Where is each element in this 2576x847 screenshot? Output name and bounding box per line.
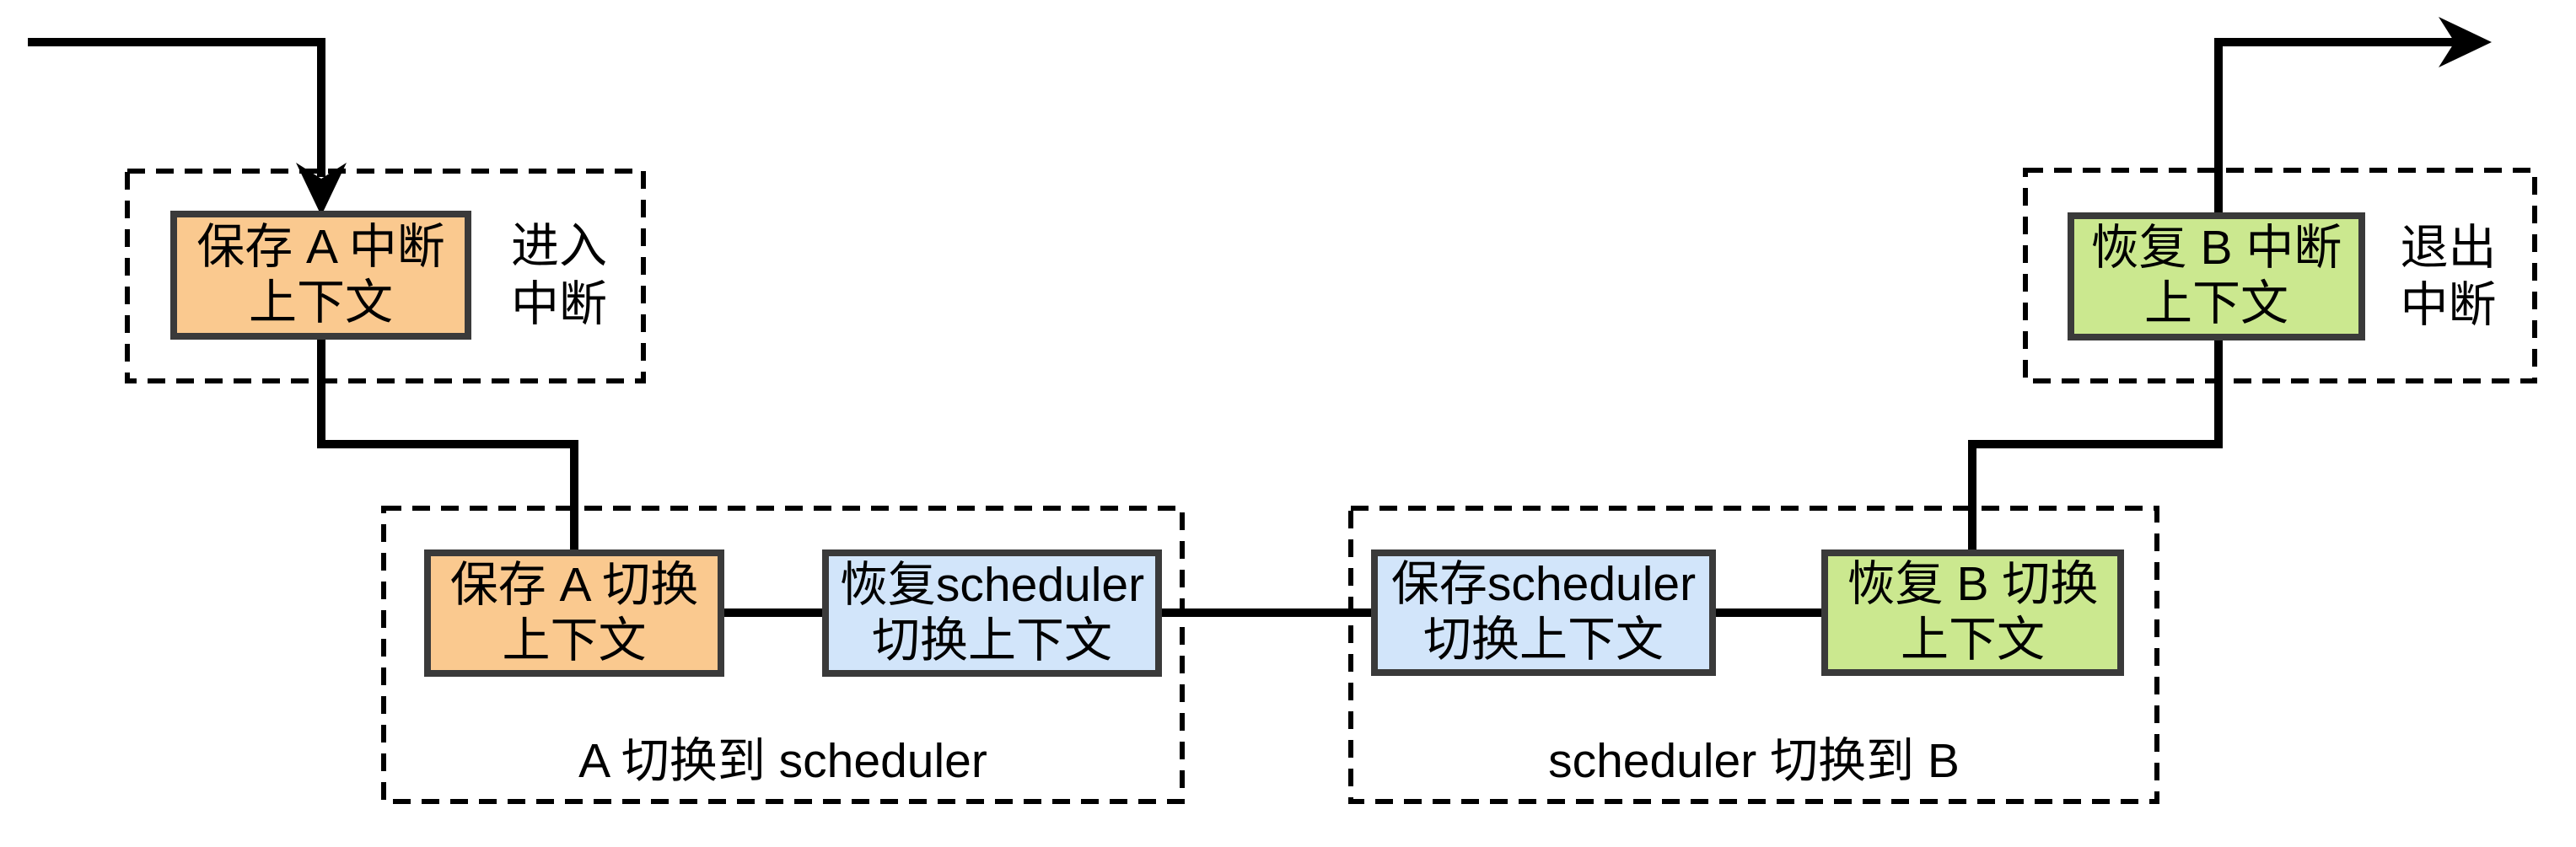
save-scheduler-switch-context-box: 保存scheduler 切换上下文 <box>1371 549 1716 676</box>
scheduler-to-b-group-outline <box>1348 506 2159 804</box>
flow-line-switch-b-to-interrupt <box>1968 340 2223 549</box>
exit-arrowhead-icon <box>2439 17 2492 67</box>
exit-interrupt-group-outline <box>2023 168 2537 383</box>
entry-flow-line <box>28 38 325 177</box>
enter-interrupt-label: 进入 中断 <box>511 219 607 331</box>
a-to-scheduler-group-outline <box>381 506 1185 804</box>
save-a-switch-context-box: 保存 A 切换 上下文 <box>424 549 724 677</box>
restore-b-interrupt-context-box: 恢复 B 中断 上下文 <box>2068 212 2365 340</box>
restore-scheduler-switch-context-box: 恢复scheduler 切换上下文 <box>822 549 1162 677</box>
exit-interrupt-label: 退出 中断 <box>2400 220 2497 332</box>
scheduler-to-b-caption: scheduler 切换到 B <box>1548 733 1960 788</box>
entry-arrowhead-icon <box>296 163 347 216</box>
save-a-interrupt-context-box: 保存 A 中断 上下文 <box>170 211 471 340</box>
exit-flow-line <box>2214 38 2455 212</box>
a-to-scheduler-caption: A 切换到 scheduler <box>578 733 987 788</box>
restore-b-switch-context-box: 恢复 B 切换 上下文 <box>1821 549 2124 676</box>
enter-interrupt-group-outline <box>125 169 646 383</box>
flow-line-interrupt-to-switch-a <box>317 340 578 551</box>
